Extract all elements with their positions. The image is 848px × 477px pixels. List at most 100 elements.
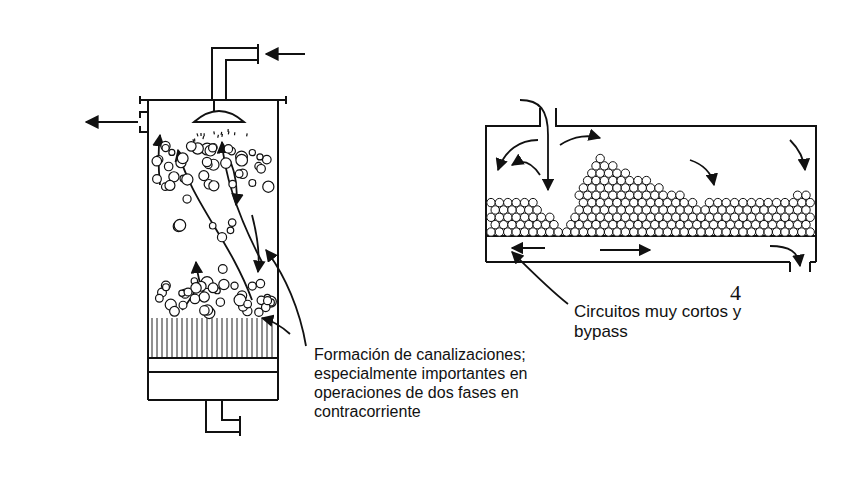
bed-particle [756,198,764,206]
bubble [165,180,175,190]
bubble [163,284,170,291]
bubble [182,174,193,185]
spray-drop [202,136,204,139]
page-number: 4 [730,281,760,305]
callout-note: Circuitos muy cortos y bypass [574,302,760,342]
bed-particle [764,198,772,206]
bubble [218,265,227,274]
bubble [249,180,256,187]
column-vessel [86,44,305,436]
bed-particle [520,198,528,206]
bubble [227,227,234,234]
leader-lines [512,252,568,304]
bubble [209,181,219,191]
bubble [209,144,217,152]
bed-particle [504,198,512,206]
bubble [244,300,252,308]
bed-particle [609,162,617,170]
bubble [208,283,218,293]
bubble [200,306,209,315]
bed-particle [634,176,642,184]
bubble [257,165,266,174]
bubble [209,222,216,229]
bed-particle [495,198,503,206]
bubble [169,149,175,155]
bed-particle [667,191,675,199]
bubble [236,154,248,166]
bed-particle [546,213,554,221]
bed-particle [714,198,722,206]
bubble [249,149,255,155]
bed-particle [676,191,684,199]
spray-drop [196,133,198,136]
bed-particle [529,198,537,206]
spray-drop [200,133,201,136]
leader-lines [262,250,306,346]
bubble [229,180,236,187]
bubble [164,162,172,170]
bed-particle [487,198,495,206]
bed-particle [739,198,747,206]
spray-drop [217,135,219,138]
bubble [183,195,191,203]
bed-particle [596,154,604,162]
bed-particle [802,191,810,199]
bubble [199,171,209,181]
bubble [190,294,199,303]
bubble [221,158,232,169]
bubble [231,282,238,289]
bed-particle [793,191,801,199]
bubbles [152,141,276,318]
spray-drop [204,133,205,136]
callout-note: Formación de canalizaciones; especialmen… [314,345,614,421]
bed-particle [688,198,696,206]
bubble [216,298,224,306]
bubble [177,153,188,164]
spray-drop [228,131,230,134]
bubble [235,170,243,178]
bubble [209,144,217,152]
bubble [202,157,211,166]
bed-particle [642,176,650,184]
bed-particle [722,198,730,206]
spray-drop [194,139,195,142]
bed-particle [621,169,629,177]
bed-particle [747,198,755,206]
bubble [264,297,272,305]
bubble [186,142,196,152]
bubble [179,301,187,309]
bed-particle [772,198,780,206]
bubble [219,279,229,289]
spray-drop [246,133,248,136]
bubble [156,294,164,302]
bed-particle [655,184,663,192]
bubble [170,306,180,316]
bed-particle [705,198,713,206]
bubble [228,219,235,226]
bubble [217,233,226,242]
spray-drop [234,132,235,135]
packed-bed-vessel [486,100,816,272]
bubble [152,156,162,166]
bed-particles [487,154,815,236]
bubble [174,219,186,231]
bubble [224,145,232,153]
bubble [263,181,274,192]
spray-drop [220,132,222,135]
bed-particle [512,198,520,206]
bubble [248,282,256,290]
bubble [184,288,192,296]
bubble [257,154,263,160]
spray-drops [193,129,247,142]
bed-particle [730,198,738,206]
bubble [199,292,209,302]
bubble [161,281,170,290]
bed-particle [781,198,789,206]
bubble [262,155,271,164]
bubble [153,175,162,184]
bubble [162,145,169,152]
spray-drop [213,131,215,134]
bubble [256,279,264,287]
